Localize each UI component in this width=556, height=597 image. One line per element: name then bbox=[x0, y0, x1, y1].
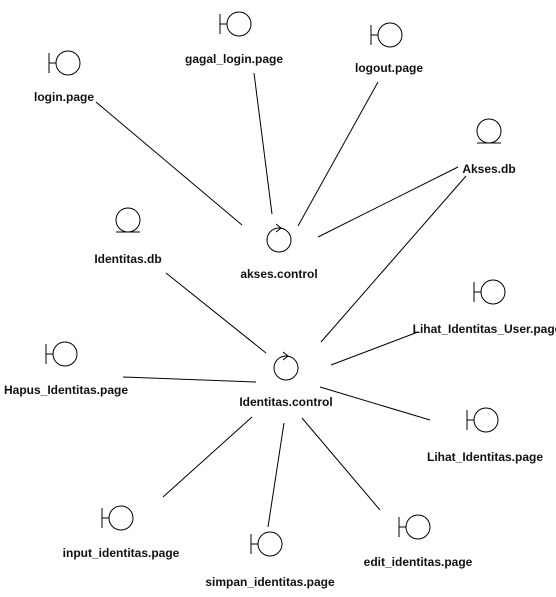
boundary-icon bbox=[48, 50, 81, 76]
control-icon bbox=[266, 223, 292, 253]
boundary-icon bbox=[398, 514, 431, 540]
lihat-identitas-page-label: Lihat_Identitas.page bbox=[427, 450, 543, 464]
logout-page-node: logout.page bbox=[355, 22, 423, 75]
simpan-identitas-page-label: simpan_identitas.page bbox=[205, 575, 335, 589]
entity-icon bbox=[476, 118, 502, 144]
boundary-icon bbox=[473, 279, 506, 305]
connection-login-page-to-akses-control bbox=[95, 101, 243, 226]
input-identitas-page-label: input_identitas.page bbox=[63, 546, 180, 560]
simpan-identitas-page-node: simpan_identitas.page bbox=[205, 531, 335, 589]
entity-icon bbox=[115, 207, 141, 233]
akses-control-node: akses.control bbox=[240, 223, 318, 281]
edit-identitas-page-node: edit_identitas.page bbox=[364, 514, 473, 569]
hapus-identitas-page-node: Hapus_Identitas.page bbox=[4, 341, 128, 397]
input-identitas-page-node: input_identitas.page bbox=[63, 505, 180, 560]
identitas-db-node: Identitas.db bbox=[94, 207, 162, 266]
boundary-icon bbox=[370, 22, 403, 48]
boundary-icon bbox=[466, 407, 499, 433]
lihat-identitas-page-node: Lihat_Identitas.page bbox=[427, 407, 543, 464]
lihat-identitas-user-page-label: Lihat_Identitas_User.page bbox=[413, 322, 556, 336]
gagal-login-page-node: gagal_login.page bbox=[185, 11, 283, 66]
akses-db-node: Akses.db bbox=[462, 118, 516, 176]
connection-lihat-identitas-user-page-to-identitas-control bbox=[330, 331, 419, 366]
diagram-nodes: login.page gagal_login.page logout.pageAks… bbox=[4, 11, 556, 589]
connection-gagal-login-page-to-akses-control bbox=[253, 72, 273, 215]
connection-lihat-identitas-page-to-identitas-control bbox=[319, 386, 431, 421]
login-page-label: login.page bbox=[34, 90, 94, 104]
login-page-node: login.page bbox=[34, 50, 94, 104]
akses-control-label: akses.control bbox=[240, 267, 317, 281]
connection-logout-page-to-akses-control bbox=[297, 81, 379, 227]
identitas-control-label: Identitas.control bbox=[239, 395, 332, 409]
hapus-identitas-page-label: Hapus_Identitas.page bbox=[4, 383, 128, 397]
boundary-icon bbox=[101, 505, 134, 531]
akses-db-label: Akses.db bbox=[462, 162, 515, 176]
connection-simpan-identitas-page-to-identitas-control bbox=[267, 422, 285, 528]
boundary-icon bbox=[219, 11, 252, 37]
boundary-icon bbox=[250, 531, 283, 557]
connection-edit-identitas-page-to-identitas-control bbox=[301, 417, 381, 511]
connection-hapus-identitas-page-to-identitas-control bbox=[122, 376, 257, 383]
identitas-db-label: Identitas.db bbox=[94, 252, 161, 266]
lihat-identitas-user-page-node: Lihat_Identitas_User.page bbox=[413, 279, 556, 336]
identitas-control-node: Identitas.control bbox=[239, 351, 333, 409]
control-icon bbox=[273, 351, 299, 381]
connection-akses-db-to-identitas-control bbox=[320, 175, 467, 343]
gagal-login-page-label: gagal_login.page bbox=[185, 52, 283, 66]
connection-akses-db-to-akses-control bbox=[317, 166, 459, 238]
boundary-icon bbox=[45, 341, 78, 367]
edit-identitas-page-label: edit_identitas.page bbox=[364, 555, 473, 569]
connection-identitas-db-to-identitas-control bbox=[165, 272, 267, 354]
connection-input-identitas-page-to-identitas-control bbox=[162, 416, 253, 498]
connection-lines bbox=[95, 72, 467, 528]
logout-page-label: logout.page bbox=[355, 61, 423, 75]
